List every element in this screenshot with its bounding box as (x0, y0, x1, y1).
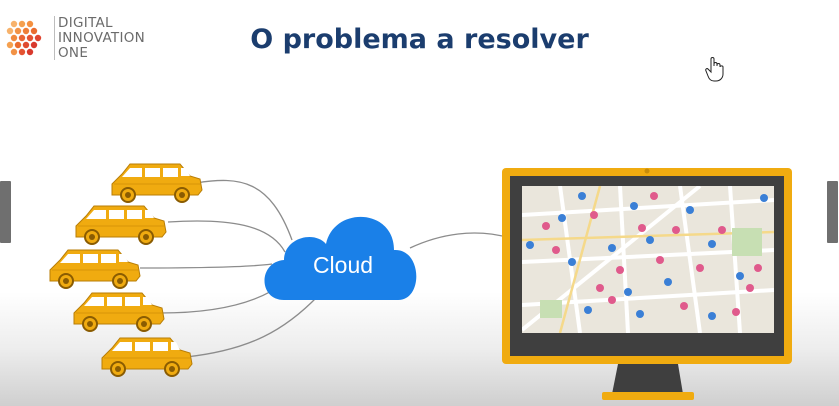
cloud-icon (264, 216, 417, 300)
car-icon (111, 163, 203, 203)
car-icon (101, 337, 193, 377)
logo-hexagon-icon (6, 20, 42, 56)
car-icon (75, 205, 167, 245)
next-slide-tab[interactable] (827, 181, 838, 243)
map-icon (522, 186, 774, 333)
logo-divider (54, 16, 55, 60)
logo-line-3: ONE (58, 45, 89, 61)
cloud-label: Cloud (312, 252, 374, 278)
logo-wordmark: DIGITAL INNOVATION ONE (58, 16, 145, 61)
hand-cursor-icon (705, 57, 724, 82)
previous-slide-tab[interactable] (0, 181, 11, 243)
logo-line-2: INNOVATION (58, 30, 146, 46)
brand-logo: DIGITAL INNOVATION ONE (6, 14, 166, 64)
monitor-icon (502, 168, 792, 400)
car-icon (49, 249, 141, 289)
car-icon (73, 292, 165, 332)
logo-line-1: DIGITAL (58, 15, 113, 31)
slide-title: O problema a resolver (250, 24, 589, 55)
